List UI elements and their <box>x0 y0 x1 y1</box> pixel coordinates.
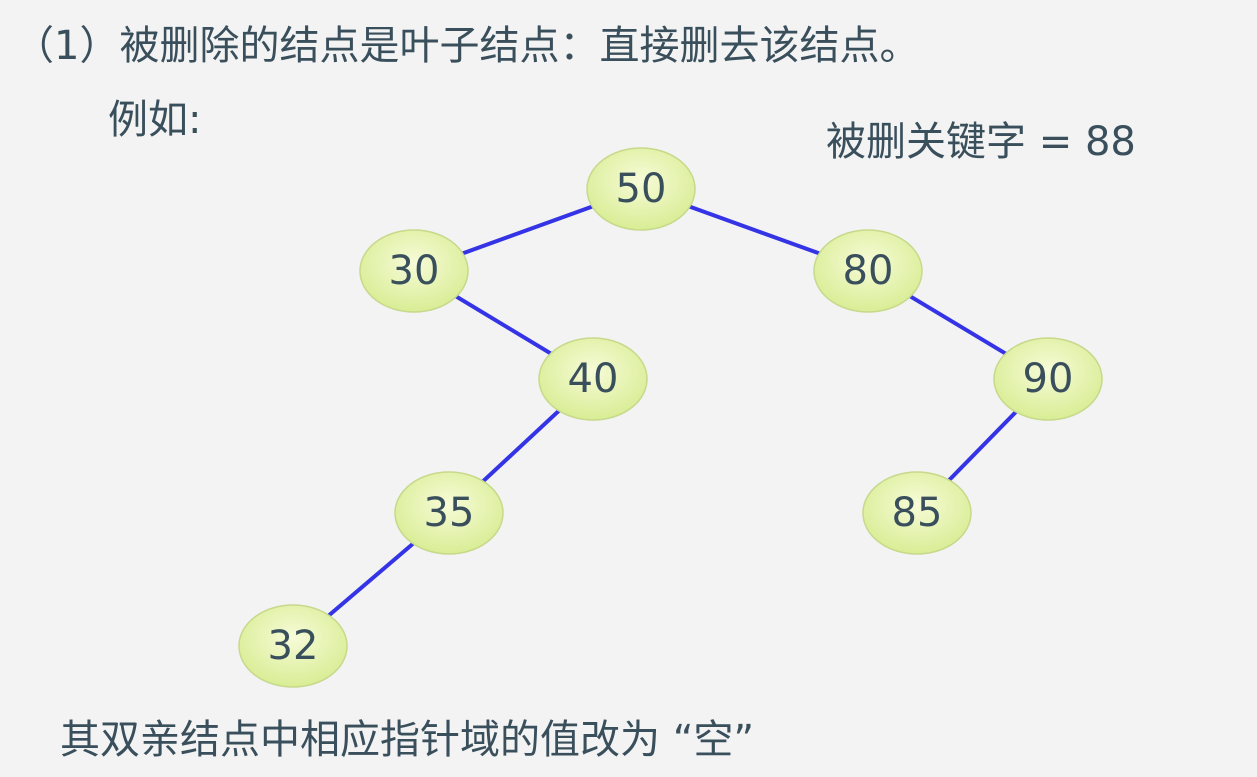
node-ellipse <box>586 147 696 231</box>
node-label: 90 <box>1023 356 1074 402</box>
node-label: 32 <box>268 623 319 669</box>
node-ellipse <box>862 471 972 555</box>
footer-text: 其双亲结点中相应指针域的值改为 “空” <box>60 717 755 763</box>
node-label: 35 <box>424 490 475 536</box>
node-label: 85 <box>892 490 943 536</box>
heading: （1）被删除的结点是叶子结点：直接删去该结点。 <box>14 23 920 69</box>
deleted-key-label: 被删关键字 = 88 <box>826 119 1136 165</box>
node-ellipse <box>359 229 469 313</box>
node-label: 50 <box>616 166 667 212</box>
tree-node-85: 85 <box>862 471 972 555</box>
tree-node-35: 35 <box>394 471 504 555</box>
node-ellipse <box>993 337 1103 421</box>
node-label: 30 <box>389 248 440 294</box>
node-ellipse <box>538 337 648 421</box>
example-label: 例如: <box>108 97 202 143</box>
nodes-layer: 50 30 80 40 90 35 85 32 <box>238 147 1103 688</box>
tree-node-90: 90 <box>993 337 1103 421</box>
tree-node-50: 50 <box>586 147 696 231</box>
node-label: 40 <box>568 356 619 402</box>
tree-node-80: 80 <box>813 229 923 313</box>
node-label: 80 <box>843 248 894 294</box>
tree-node-40: 40 <box>538 337 648 421</box>
tree-node-30: 30 <box>359 229 469 313</box>
tree-node-32: 32 <box>238 604 348 688</box>
node-ellipse <box>394 471 504 555</box>
node-ellipse <box>238 604 348 688</box>
node-ellipse <box>813 229 923 313</box>
